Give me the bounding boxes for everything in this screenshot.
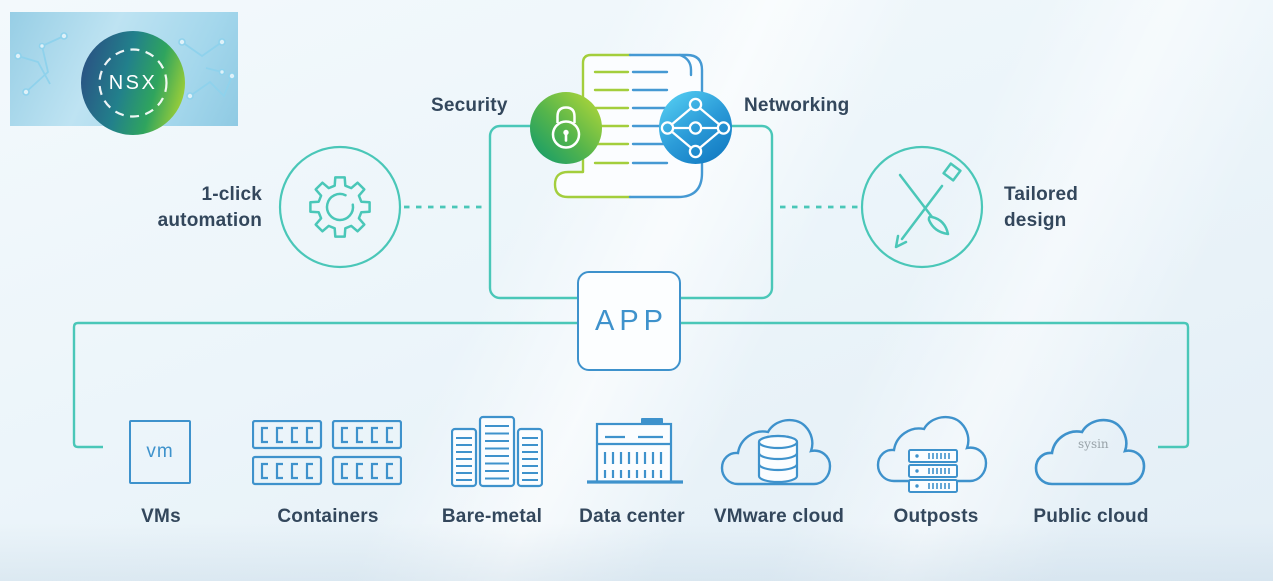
label-one-click-automation: 1-click automation <box>120 182 262 234</box>
nsx-logo-text: NSX <box>108 71 158 94</box>
network-nodes-decoration <box>14 32 236 100</box>
pencil-brush-design-icon <box>860 145 984 269</box>
app-label: APP <box>594 304 669 337</box>
cloud-icon <box>1034 418 1146 486</box>
watermark: sysin <box>1078 437 1109 451</box>
caption-outposts: Outposts <box>893 506 979 527</box>
design-line1: Tailored <box>1004 184 1079 205</box>
cloud-database-icon <box>720 418 832 486</box>
caption-public-cloud: Public cloud <box>1033 506 1149 527</box>
label-tailored-design: Tailored design <box>1004 182 1078 234</box>
caption-vms: VMs <box>141 506 181 527</box>
data-center-icon <box>587 418 683 484</box>
cloud-server-rack-icon <box>876 415 988 493</box>
dashed-ring-icon <box>98 48 168 118</box>
caption-containers: Containers <box>277 506 379 527</box>
bare-metal-icon <box>451 415 543 488</box>
caption-vmware-cloud: VMware cloud <box>713 506 845 527</box>
containers-icon <box>252 420 402 486</box>
caption-data-center: Data center <box>579 506 685 527</box>
gear-automation-icon <box>278 145 402 269</box>
caption-bare-metal: Bare-metal <box>441 506 543 527</box>
vm-box-icon: vm <box>129 420 191 484</box>
nsx-logo-circle: NSX <box>81 31 185 135</box>
security-lock-icon <box>530 92 602 164</box>
automation-line2: automation <box>157 210 262 231</box>
networking-nodes-icon <box>659 91 732 164</box>
nsx-logo-panel: NSX <box>10 12 238 135</box>
label-networking: Networking <box>744 95 850 116</box>
vm-box-text: vm <box>146 441 174 462</box>
label-security: Security <box>431 95 508 116</box>
app-box: APP <box>577 271 681 371</box>
design-line2: design <box>1004 210 1067 231</box>
automation-line1: 1-click <box>201 184 262 205</box>
